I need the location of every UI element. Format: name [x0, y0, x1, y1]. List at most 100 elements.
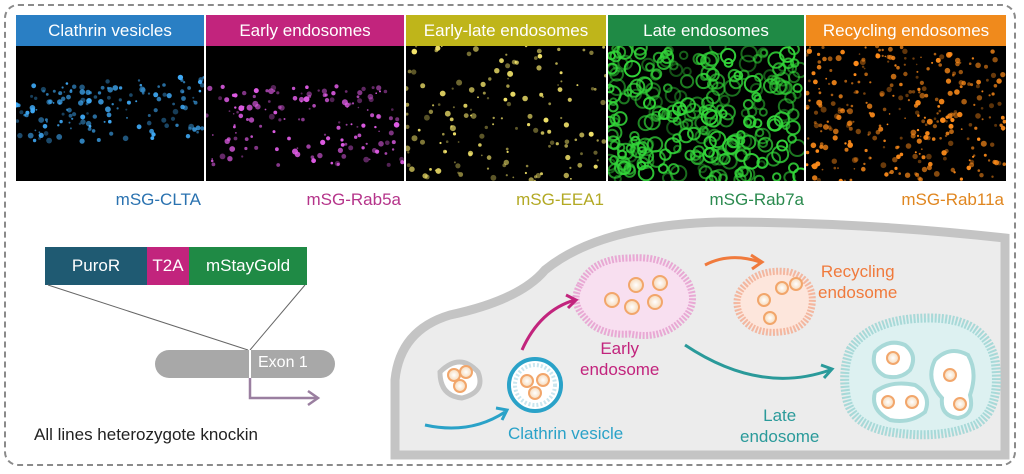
fluorescent-spot: [827, 82, 831, 86]
fluorescent-spot: [863, 92, 866, 95]
fluorescent-spot: [219, 153, 226, 160]
fluorescent-spot: [57, 99, 63, 105]
fluorescent-spot: [198, 77, 204, 83]
fluorescent-spot: [370, 113, 375, 118]
fluorescent-spot: [899, 136, 903, 140]
fluorescent-spot: [116, 107, 119, 110]
fluorescent-spot: [366, 109, 369, 111]
fluorescent-spot: [869, 112, 875, 118]
fluorescent-spot: [67, 107, 72, 113]
fluorescent-spot: [428, 109, 434, 114]
fluorescent-spot: [241, 155, 244, 158]
fluorescent-spot: [896, 154, 901, 160]
fluorescent-spot: [469, 108, 473, 111]
fluorescent-spot: [85, 102, 89, 106]
fluorescent-spot: [466, 51, 472, 57]
fluorescent-spot: [371, 86, 375, 90]
fluorescent-spot: [324, 98, 330, 103]
fluorescent-spot: [997, 101, 1002, 106]
fluorescent-spot: [629, 131, 640, 142]
fluorescent-spot: [45, 93, 49, 96]
fluorescent-spot: [950, 167, 955, 173]
fluorescent-spot: [276, 163, 281, 167]
fluorescent-spot: [644, 82, 662, 99]
panel-header-recycling: Recycling endosomes: [806, 15, 1006, 46]
fluorescent-spot: [989, 103, 994, 109]
fluorescent-spot: [182, 105, 188, 111]
fluorescent-spot: [808, 79, 811, 83]
fluorescent-spot: [849, 178, 853, 181]
fluorescent-spot: [966, 137, 970, 141]
fluorescent-spot: [783, 171, 796, 181]
fluorescent-spot: [932, 124, 937, 129]
fluorescent-spot: [580, 152, 583, 156]
fluorescent-spot: [181, 96, 186, 101]
transcription-arrow: [248, 378, 316, 400]
fluorescent-spot: [990, 49, 995, 54]
fluorescent-spot: [757, 136, 774, 153]
fluorescent-spot: [708, 170, 722, 181]
fluorescent-spot: [950, 112, 953, 115]
fluorescent-spot: [992, 57, 998, 63]
fluorescent-spot: [972, 155, 975, 158]
fluorescent-spot: [312, 104, 316, 108]
fluorescent-spot: [826, 120, 829, 123]
fluorescent-spot: [822, 144, 829, 151]
fluorescent-spot: [162, 83, 166, 87]
fluorescent-spot: [527, 123, 531, 127]
fluorescent-spot: [837, 107, 842, 111]
fluorescent-spot: [407, 69, 412, 74]
fluorescent-spot: [480, 154, 483, 157]
fluorescent-spot: [255, 103, 261, 110]
fluorescent-spot: [305, 85, 309, 89]
fluorescent-spot: [136, 124, 142, 130]
fluorescent-spot: [697, 163, 708, 174]
fluorescent-spot: [146, 120, 152, 126]
fluorescent-spot: [589, 50, 594, 55]
fluorescent-spot: [135, 100, 138, 103]
fluorescent-spot: [417, 128, 421, 132]
fluorescent-spot: [953, 171, 956, 174]
fluorescent-spot: [861, 57, 866, 62]
fluorescent-spot: [749, 82, 764, 97]
fluorescent-spot: [58, 91, 63, 96]
fluorescent-spot: [819, 144, 824, 149]
fluorescent-spot: [921, 119, 926, 124]
fluorescent-spot: [898, 107, 901, 111]
fluorescent-spot: [301, 117, 305, 122]
fluorescent-spot: [953, 110, 958, 114]
fluorescent-spot: [669, 164, 688, 181]
fluorescent-spot: [711, 168, 728, 181]
fluorescent-spot: [537, 54, 543, 59]
fluorescent-spot: [663, 83, 673, 94]
fluorescent-spot: [880, 162, 887, 169]
fluorescent-spot: [236, 110, 239, 114]
fluorescent-spot: [600, 99, 606, 106]
fluorescent-spot: [308, 107, 311, 110]
fluorescent-spot: [851, 157, 858, 163]
fluorescent-spot: [63, 91, 66, 93]
fluorescent-spot: [564, 139, 570, 145]
fluorescent-spot: [756, 156, 769, 169]
fluorescent-spot: [878, 124, 882, 128]
puror-segment: PuroR: [45, 247, 147, 285]
fluorescent-spot: [170, 116, 176, 121]
fluorescent-spot: [821, 46, 825, 49]
fluorescent-spot: [944, 67, 951, 74]
fluorescent-spot: [806, 106, 809, 110]
fluorescent-spot: [945, 120, 948, 123]
fluorescent-spot: [43, 131, 49, 136]
fluorescent-spot: [488, 77, 492, 81]
fluorescent-spot: [914, 151, 917, 154]
fluorescent-spot: [139, 83, 143, 87]
fluorescent-spot: [769, 77, 787, 96]
fluorescent-spot: [340, 138, 344, 142]
fluorescent-spot: [706, 68, 720, 82]
fluorescent-spot: [733, 70, 744, 81]
fluorescent-spot: [473, 46, 479, 52]
panel-header-clathrin: Clathrin vesicles: [16, 15, 204, 46]
fluorescent-spot: [192, 127, 197, 132]
fluorescent-spot: [990, 142, 995, 147]
fluorescent-spot: [846, 103, 849, 107]
fluorescent-spot: [676, 104, 688, 116]
